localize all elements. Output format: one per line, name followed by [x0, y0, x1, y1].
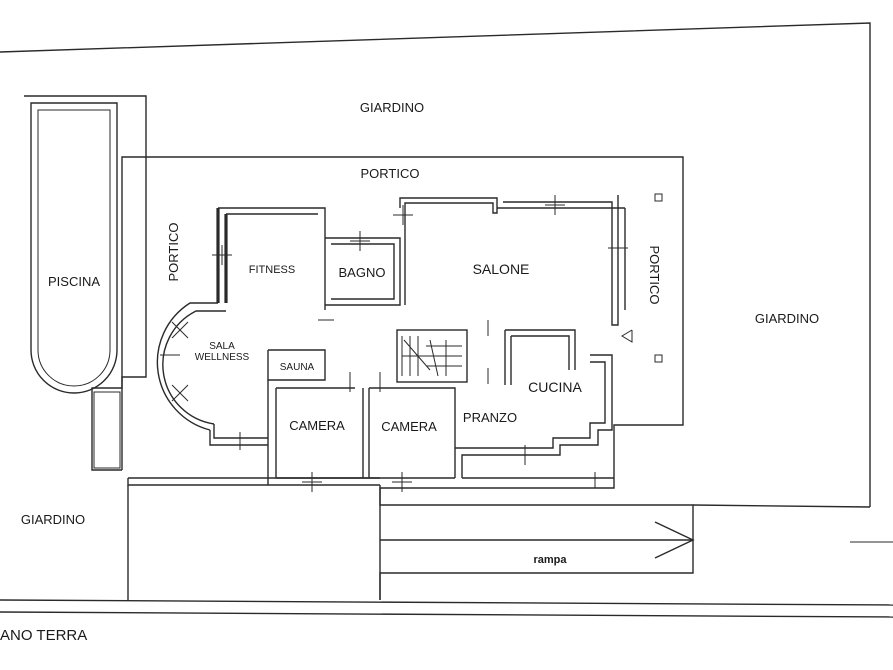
giardino-right-label: GIARDINO — [755, 311, 819, 326]
portico-left-label: PORTICO — [166, 223, 181, 282]
camera-2-label: CAMERA — [381, 419, 437, 434]
bagno-label: BAGNO — [339, 265, 386, 280]
portico-outline — [121, 156, 893, 600]
stair-treads — [401, 336, 462, 377]
cucina-label: CUCINA — [528, 379, 582, 395]
piscina-label: PISCINA — [48, 274, 100, 289]
room-labels: GIARDINO PORTICO PORTICO PORTICO PISCINA… — [0, 100, 819, 644]
ramp — [380, 521, 695, 559]
fitness-label: FITNESS — [249, 264, 295, 276]
floor-title: ANO TERRA — [0, 627, 87, 644]
openings — [160, 195, 633, 492]
giardino-left-label: GIARDINO — [21, 512, 85, 527]
interior-walls — [156, 195, 626, 485]
sauna-label: SAUNA — [280, 362, 315, 373]
pranzo-label: PRANZO — [463, 410, 517, 425]
salone-label: SALONE — [473, 261, 530, 277]
giardino-top-label: GIARDINO — [360, 100, 424, 115]
sala-label: SALA — [209, 341, 235, 352]
rampa-label: rampa — [533, 554, 567, 566]
property-boundary — [0, 22, 893, 618]
camera-1-label: CAMERA — [289, 418, 345, 433]
portico-top-label: PORTICO — [361, 166, 420, 181]
wellness-label: WELLNESS — [195, 352, 250, 363]
portico-right-label: PORTICO — [647, 246, 662, 305]
